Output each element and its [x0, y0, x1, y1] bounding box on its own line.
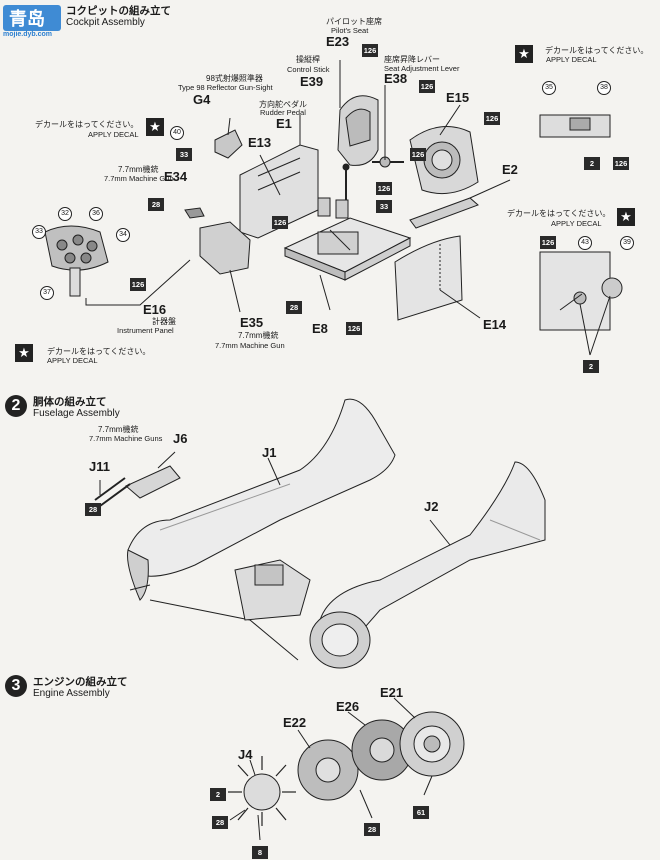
part-E16: E16 [143, 302, 167, 317]
panel-ja: 計器盤 [152, 317, 176, 326]
star-icon: ★ [515, 45, 533, 63]
star-icon: ★ [617, 208, 635, 226]
part-E39: E39 [300, 74, 324, 89]
decal-ja-4: デカールをはってください。 [507, 209, 611, 218]
part-num-126: 126 [362, 44, 378, 57]
section2-title-en: Fuselage Assembly [33, 408, 120, 419]
watermark-chars: 青岛 [9, 8, 45, 30]
control-stick-ja: 操縦桿 [296, 55, 320, 64]
part-num-126: 126 [613, 157, 629, 170]
part-num-126: 126 [272, 216, 288, 229]
part-num-32: 32 [58, 207, 72, 221]
part-num-126: 126 [346, 322, 362, 335]
pilot-seat-ja: パイロット座席 [326, 17, 382, 26]
part-J1: J1 [262, 445, 277, 460]
part-num-33: 33 [376, 200, 392, 213]
mg-ja: 7.7mm機銃 [118, 165, 159, 174]
section1-title-en: Cockpit Assembly [66, 17, 145, 28]
part-num-126: 126 [419, 80, 435, 93]
mgs-en: 7.7mm Machine Guns [89, 434, 163, 443]
part-num-35: 35 [542, 81, 556, 95]
part-num-38: 38 [597, 81, 611, 95]
part-num-2: 2 [210, 788, 226, 801]
part-num-34: 34 [116, 228, 130, 242]
part-num-33: 33 [176, 148, 192, 161]
decal-en-3: APPLY DECAL [546, 55, 597, 64]
mg2-ja: 7.7mm機銃 [238, 331, 279, 340]
part-num-28: 28 [212, 816, 228, 829]
gunsight-ja: 98式射爆照準器 [206, 74, 263, 83]
part-num-39: 39 [620, 236, 634, 250]
panel-en: Instrument Panel [117, 326, 174, 335]
part-num-40: 40 [170, 126, 184, 140]
part-num-43: 43 [578, 236, 592, 250]
section3-number: 3 [5, 675, 27, 697]
part-E23: E23 [326, 34, 350, 49]
part-E22: E22 [283, 715, 307, 730]
part-num-126: 126 [376, 182, 392, 195]
decal-ja-1: デカールをはってください。 [35, 120, 139, 129]
section3-title-ja: エンジンの組み立て [33, 676, 128, 688]
part-E2: E2 [502, 162, 518, 177]
mg-en: 7.7mm Machine Gun [104, 174, 174, 183]
part-num-28: 28 [85, 503, 101, 516]
part-J2: J2 [424, 499, 439, 514]
part-num-2: 2 [583, 360, 599, 373]
rudder-ja: 方向舵ペダル [259, 100, 307, 109]
control-stick-en: Control Stick [287, 65, 330, 74]
part-num-126: 126 [484, 112, 500, 125]
part-num-28: 28 [286, 301, 302, 314]
mg2-en: 7.7mm Machine Gun [215, 341, 285, 350]
part-num-126: 126 [540, 236, 556, 249]
part-num-28: 28 [364, 823, 380, 836]
part-num-61: 61 [413, 806, 429, 819]
mgs-ja: 7.7mm機銃 [98, 425, 139, 434]
watermark-site: mojie.dyb.com [3, 31, 53, 38]
part-E26: E26 [336, 699, 360, 714]
watermark-logo: 青岛 mojie.dyb.com [3, 3, 63, 41]
part-num-37: 37 [40, 286, 54, 300]
section2-number: 2 [5, 395, 27, 417]
part-num-126: 126 [130, 278, 146, 291]
star-icon: ★ [15, 344, 33, 362]
section3-title-en: Engine Assembly [33, 688, 110, 699]
seat-lever-ja: 座席昇降レバー [384, 55, 440, 64]
seat-lever-en: Seat Adjustment Lever [384, 64, 460, 73]
part-E15: E15 [446, 90, 470, 105]
part-num-36: 36 [89, 207, 103, 221]
part-E8: E8 [312, 321, 328, 336]
part-J4: J4 [238, 747, 253, 762]
decal-en-2: APPLY DECAL [47, 356, 98, 365]
star-icon: ★ [146, 118, 164, 136]
part-E13: E13 [248, 135, 272, 150]
section1-title-ja: コクピットの組み立て [66, 5, 171, 17]
part-num-33: 33 [32, 225, 46, 239]
part-E14: E14 [483, 317, 507, 332]
gunsight-en: Type 98 Reflector Gun-Sight [178, 83, 273, 92]
part-num-126: 126 [410, 148, 426, 161]
section2-title-ja: 胴体の組み立て [33, 396, 107, 408]
part-J11: J11 [89, 459, 110, 474]
part-num-28: 28 [148, 198, 164, 211]
part-num-2: 2 [584, 157, 600, 170]
part-E21: E21 [380, 685, 404, 700]
decal-en-4: APPLY DECAL [551, 219, 602, 228]
decal-en-1: APPLY DECAL [88, 130, 139, 139]
decal-ja-2: デカールをはってください。 [47, 347, 151, 356]
part-num-8: 8 [252, 846, 268, 859]
part-E34: E34 [164, 169, 188, 184]
part-E38: E38 [384, 71, 408, 86]
part-G4: G4 [193, 92, 211, 107]
part-E1: E1 [276, 116, 292, 131]
rudder-en: Rudder Pedal [260, 108, 306, 117]
part-J6: J6 [173, 431, 188, 446]
part-E35: E35 [240, 315, 264, 330]
decal-ja-3: デカールをはってください。 [545, 46, 649, 55]
pilot-seat-en: Pilot's Seat [331, 26, 369, 35]
